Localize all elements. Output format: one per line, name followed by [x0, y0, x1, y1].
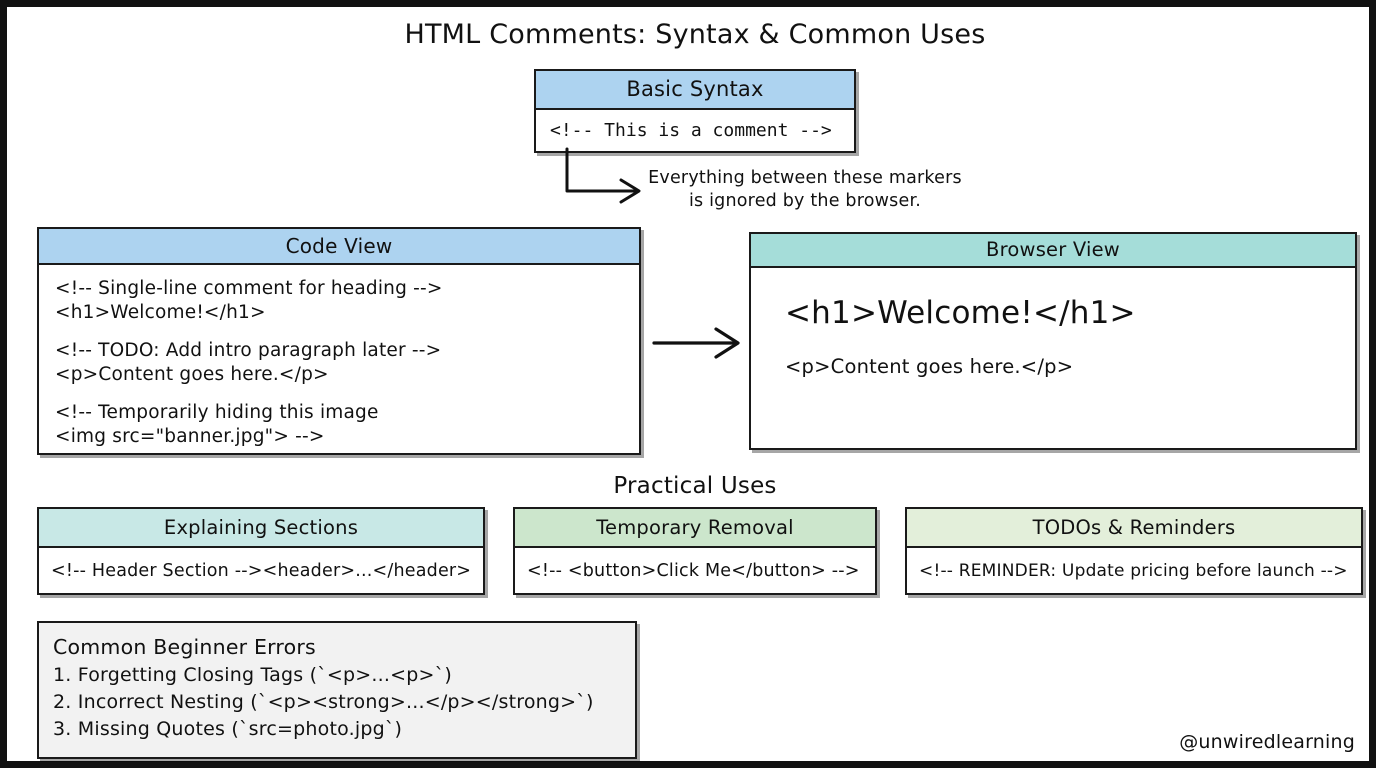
code-view-panel: Code View <!-- Single-line comment for h…	[37, 227, 641, 455]
error-list-item: 2. Incorrect Nesting (`<p><strong>...</p…	[53, 691, 594, 713]
browser-view-header: Browser View	[751, 234, 1355, 268]
code-block: <!-- TODO: Add intro paragraph later -->…	[55, 339, 639, 387]
watermark: @unwiredlearning	[1179, 731, 1355, 753]
browser-view-paragraph: <p>Content goes here.</p>	[785, 355, 1074, 378]
basic-syntax-header: Basic Syntax	[536, 71, 854, 110]
code-line: <img src="banner.jpg"> -->	[55, 426, 325, 447]
card-header: Temporary Removal	[515, 509, 875, 548]
practical-use-card-explaining-sections: Explaining Sections <!-- Header Section …	[37, 507, 485, 595]
practical-uses-label: Practical Uses	[613, 473, 777, 499]
practical-use-card-todos-reminders: TODOs & Reminders <!-- REMINDER: Update …	[905, 507, 1363, 595]
page-title: HTML Comments: Syntax & Common Uses	[404, 19, 986, 50]
code-line: <p>Content goes here.</p>	[55, 364, 329, 385]
code-line: <!-- Temporarily hiding this image	[55, 402, 379, 423]
card-code: <!-- REMINDER: Update pricing before lau…	[919, 561, 1348, 581]
error-list-item: 1. Forgetting Closing Tags (`<p>...<p>`)	[53, 664, 452, 686]
basic-syntax-code: <!-- This is a comment -->	[550, 120, 832, 141]
code-view-body: <!-- Single-line comment for heading -->…	[39, 265, 639, 453]
browser-view-body: <h1>Welcome!</h1> <p>Content goes here.<…	[751, 268, 1355, 447]
code-view-header: Code View	[39, 229, 639, 265]
common-beginner-errors-box: Common Beginner Errors 1. Forgetting Clo…	[37, 621, 637, 759]
code-line: <!-- TODO: Add intro paragraph later -->	[55, 340, 442, 361]
code-block: <!-- Single-line comment for heading -->…	[55, 277, 639, 325]
card-code: <!-- <button>Click Me</button> -->	[527, 561, 860, 581]
card-header: TODOs & Reminders	[907, 509, 1361, 548]
right-arrow-icon	[652, 327, 740, 359]
callout-note: Everything between these markers is igno…	[635, 167, 975, 213]
code-block: <!-- Temporarily hiding this image <img …	[55, 401, 639, 449]
error-list-item: 3. Missing Quotes (`src=photo.jpg`)	[53, 718, 403, 740]
browser-view-heading: <h1>Welcome!</h1>	[785, 295, 1136, 331]
code-line: <h1>Welcome!</h1>	[55, 302, 266, 323]
browser-view-panel: Browser View <h1>Welcome!</h1> <p>Conten…	[749, 232, 1357, 450]
code-line: <!-- Single-line comment for heading -->	[55, 278, 443, 299]
callout-line-2: is ignored by the browser.	[688, 191, 922, 211]
card-code: <!-- Header Section --><header>...</head…	[51, 561, 472, 581]
basic-syntax-panel: Basic Syntax <!-- This is a comment -->	[534, 69, 856, 153]
card-header: Explaining Sections	[39, 509, 483, 548]
elbow-arrow-icon	[565, 147, 641, 204]
callout-line-1: Everything between these markers	[648, 168, 962, 188]
practical-use-card-temporary-removal: Temporary Removal <!-- <button>Click Me<…	[513, 507, 877, 595]
errors-title: Common Beginner Errors	[53, 635, 316, 659]
